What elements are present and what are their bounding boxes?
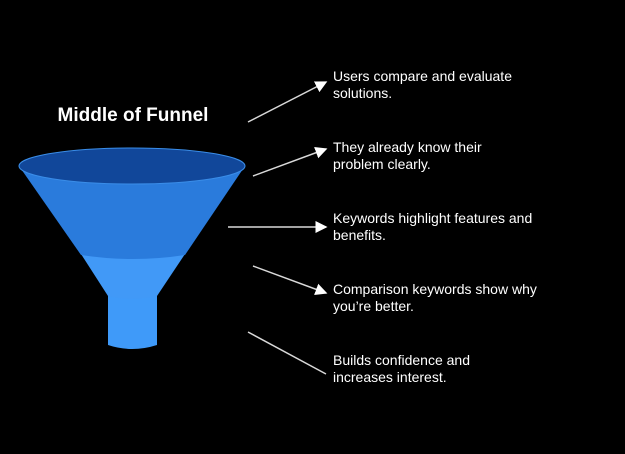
funnel-rim: [18, 147, 246, 185]
arrow-2: [252, 147, 328, 177]
arrow-1: [247, 81, 328, 123]
funnel-upper-band: [19, 166, 245, 259]
arrow-5: [247, 331, 327, 375]
funnel-spout: [108, 292, 157, 349]
point-5: Builds confidence and increases interest…: [333, 352, 470, 385]
point-2: They already know their problem clearly.: [333, 139, 482, 172]
arrow-4: [252, 265, 328, 295]
funnel-lower-band: [81, 254, 185, 299]
point-4: Comparison keywords show why you’re bett…: [333, 281, 537, 314]
point-3: Keywords highlight features and benefits…: [333, 210, 533, 243]
diagram-title: Middle of Funnel: [57, 105, 209, 126]
point-1: Users compare and evaluate solutions.: [333, 68, 512, 101]
